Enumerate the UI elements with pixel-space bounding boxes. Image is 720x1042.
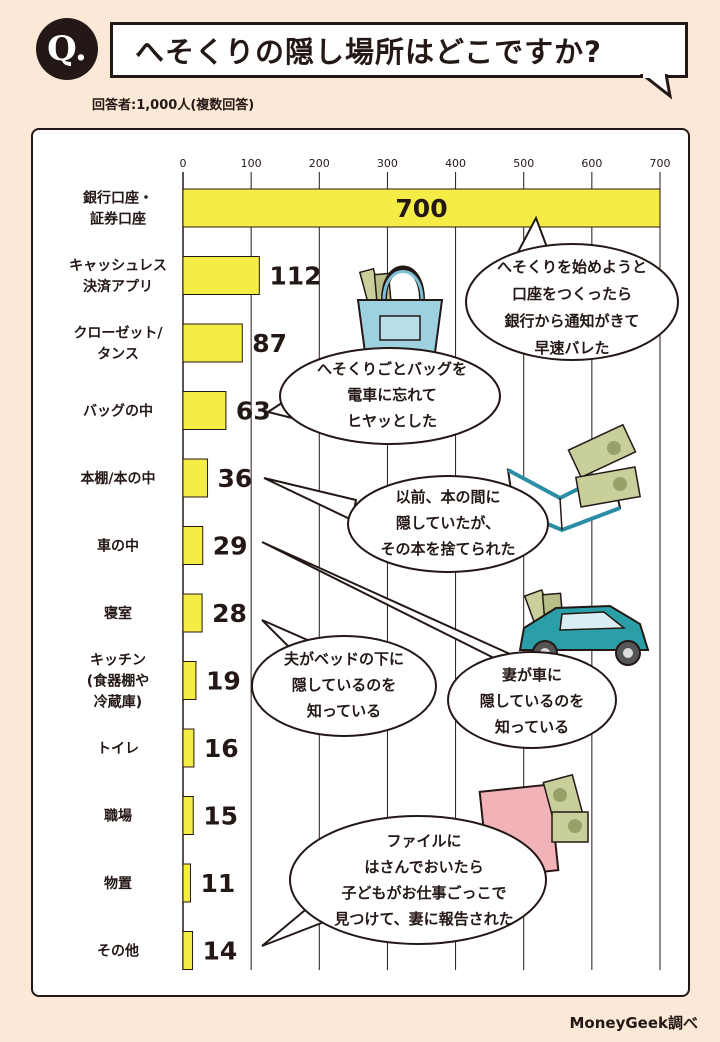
category-label: キャッシュレス [69,258,167,274]
comment-bubble: 以前、本の間に隠していたが、その本を捨てられた [263,475,549,573]
bar [182,931,194,970]
value-label: 700 [395,194,447,223]
comment-text: ファイルにはさんでおいたら子どもがお仕事ごっこで見つけて、妻に報告された [333,832,513,928]
bar [182,593,203,633]
value-label: 15 [203,802,238,831]
bar [182,863,191,903]
category-label: その他 [97,943,139,960]
car-icon [518,588,650,666]
value-label: 112 [269,262,321,291]
category-label: 冷蔵庫) [94,694,142,711]
category-label: バッグの中 [83,403,153,420]
x-tick-label: 200 [309,157,330,170]
bar [182,526,204,565]
comment-bubble: へそくりを始めようと口座をつくったら銀行から通知がきて早速バレた [465,215,679,361]
category-label: 決済アプリ [83,278,153,295]
category-label: 銀行口座・ [83,190,153,207]
x-tick-label: 0 [180,157,187,170]
category-label: 物置 [104,875,132,892]
title-banner: Q. へそくりの隠し場所はどこですか? [0,0,720,100]
bar [182,796,194,835]
bar [182,188,661,228]
category-label: (食器棚や [87,673,149,690]
bar [182,728,195,768]
x-tick-label: 300 [377,157,398,170]
value-label: 63 [236,397,271,426]
value-label: 87 [252,329,287,358]
comment-text: へそくりを始めようと口座をつくったら銀行から通知がきて早速バレた [497,258,647,357]
x-tick-label: 400 [445,157,466,170]
comment-text: 以前、本の間に隠していたが、その本を捨てられた [380,488,515,558]
question-badge: Q. [36,18,98,80]
category-label: 寝室 [104,605,132,622]
x-tick-label: 700 [650,157,671,170]
category-label: 本棚/本の中 [80,470,155,487]
value-label: 28 [212,599,247,628]
tote-bag-icon [356,265,444,361]
category-label: キッチン [90,653,146,669]
respondent-note: 回答者:1,000人(複数回答) [92,98,255,113]
category-label: 車の中 [97,538,139,555]
bar [182,391,227,430]
comment-text: 夫がベッドの下に隠しているのを知っている [284,650,404,720]
category-label: 証券口座 [90,211,146,228]
open-book-icon [506,423,642,533]
category-label: タンス [97,347,139,363]
x-tick-label: 100 [241,157,262,170]
comment-bubble: 妻が車に隠しているのを知っている [261,541,617,749]
page-title: へそくりの隠し場所はどこですか? [110,22,688,78]
bar [182,323,243,363]
bar [182,458,209,498]
bar [182,256,260,295]
comment-text: へそくりごとバッグを電車に忘れてヒヤッとした [317,360,467,430]
comment-bubble: ファイルにはさんでおいたら子どもがお仕事ごっこで見つけて、妻に報告された [261,815,547,947]
category-label: トイレ [97,741,139,757]
value-label: 11 [200,869,235,898]
value-label: 16 [204,734,239,763]
value-label: 19 [206,667,241,696]
value-label: 29 [213,532,248,561]
source-credit: MoneyGeek調べ [569,1014,699,1032]
category-label: 職場 [104,808,132,825]
comment-text: 妻が車に隠しているのを知っている [480,666,585,736]
comment-bubble: へそくりごとバッグを電車に忘れてヒヤッとした [265,347,501,445]
comment-bubble: 夫がベッドの下に隠しているのを知っている [251,619,437,737]
bar [182,661,197,700]
value-label: 36 [218,464,253,493]
x-tick-label: 600 [581,157,602,170]
x-tick-label: 500 [513,157,534,170]
value-label: 14 [203,937,238,966]
title-speech-tail [640,74,673,100]
category-label: クローゼット/ [73,325,163,342]
